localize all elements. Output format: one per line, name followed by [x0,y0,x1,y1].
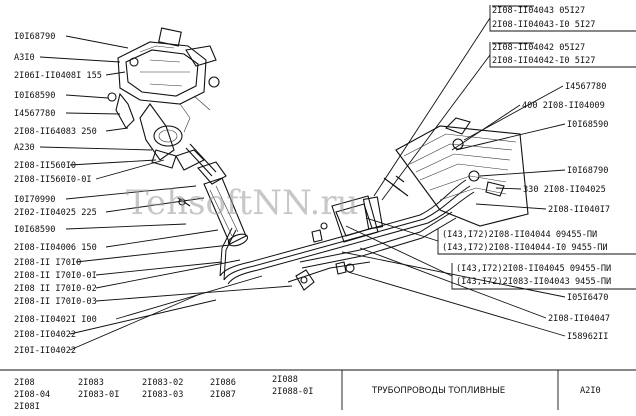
callout-right-1: 2I08-II04043 05I27 [492,6,585,16]
callout-left-17: 2I08-II I70I0-03 [14,297,97,307]
callout-right-5: I4567780 [565,82,606,92]
callout-left-18: 2I08-II0402I I00 [14,315,97,325]
fuel-filter [177,143,249,247]
callout-right-10: 2I08-II040I7 [548,205,610,215]
callout-right-16: 2I08-II04047 [548,314,610,324]
callout-left-2: A3I0 [14,53,35,63]
callout-left-8: 2I08-II560I0 [14,161,76,171]
right-callouts: 2I08-II04043 05I27 2I08-II04043-I0 5I27 … [442,6,611,342]
model-21088: 2I088 [272,375,298,385]
leader-lines [39,17,566,351]
callout-right-3: 2I08-II04042 05I27 [492,43,585,53]
watermark: TehsoftNN.ru [126,183,359,223]
callout-right-8: I0I68790 [567,166,608,176]
callout-left-5: I4567780 [14,109,55,119]
model-21083: 2I083 [78,378,104,388]
model-21088-01: 2I088-0I [272,387,313,397]
central-bracket [311,195,384,275]
pipe-clamp [295,269,315,291]
callout-left-12: I0I68590 [14,225,55,235]
callout-left-13: 2I08-II04006 150 [14,243,97,253]
model-21083-03: 2I083-03 [142,390,183,400]
callout-right-15: I05I6470 [567,293,608,303]
callout-right-7: I0I68590 [567,120,608,130]
callout-left-6: 2I08-II64083 250 [14,127,97,137]
callout-right-13: (I43,I72)2I08-II04045 09455-ПИ [456,264,611,274]
callout-right-14: (I43,I72)2I083-II04043 9455-ПИ [456,277,611,287]
callout-right-9: 330 2I08-II04025 [523,185,606,195]
callout-right-4: 2I08-II04042-I0 5I27 [492,56,595,66]
callout-left-15: 2I08-II I70I0-0I [14,271,97,281]
right-label-brackets [437,5,636,290]
fuel-pipes [219,179,475,285]
callout-left-7: A230 [14,143,35,153]
callout-left-4: I0I68590 [14,91,55,101]
sheet-title: ТРУБОПРОВОДЫ ТОПЛИВНЫЕ [371,386,505,396]
callout-left-14: 2I08-II I70I0 [14,258,81,268]
callout-right-2: 2I08-II04043-I0 5I27 [492,20,595,30]
callout-left-9: 2I08-II560I0-0I [14,175,92,185]
callout-left-1: I0I68790 [14,32,55,42]
callout-left-19: 2I08-II04022 [14,330,76,340]
engine-block [383,117,529,227]
callout-left-10: I0I70990 [14,195,55,205]
sheet-code: A2I0 [580,386,601,396]
carburetor-assembly [107,27,220,171]
callout-right-11: (I43,I72)2I08-II04044 09455-ПИ [442,230,597,240]
callout-left-20: 2I0I-II04022 [14,346,76,356]
callout-left-3: 2I06I-II0408I 155 [14,71,102,81]
model-2108: 2I08 [14,378,35,388]
callout-left-11: 2I02-II04025 225 [14,208,97,218]
model-21083-02: 2I083-02 [142,378,183,388]
title-block: 2I08 2I08-04 2I08I 2I083 2I083-0I 2I083-… [0,369,636,412]
callout-right-17: I58962II [567,332,608,342]
model-21083-01: 2I083-0I [78,390,119,400]
left-callouts: I0I68790 A3I0 2I06I-II0408I 155 I0I68590… [14,32,102,356]
model-21086: 2I086 [210,378,236,388]
callout-right-6: 400 2I08-II04009 [522,101,605,111]
model-21087: 2I087 [210,390,236,400]
callout-right-12: (I43,I72)2I08-II04044-I0 9455-ПИ [442,243,608,253]
model-21081: 2I08I [14,402,40,412]
callout-left-16: 2I08 II I70I0-02 [14,284,97,294]
model-2108-04: 2I08-04 [14,390,50,400]
